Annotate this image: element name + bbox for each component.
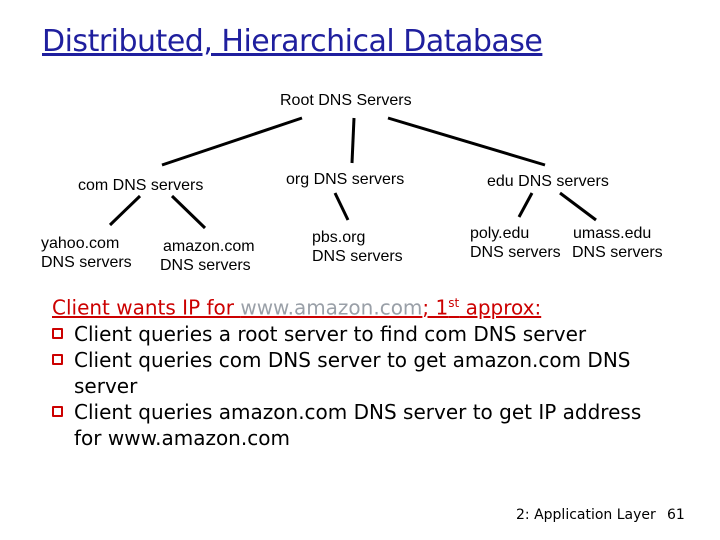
node-line: DNS servers xyxy=(41,254,132,271)
edu-dns-servers-node: edu DNS servers xyxy=(487,173,609,190)
com-dns-servers-node: com DNS servers xyxy=(78,177,204,194)
edge-edu-umass xyxy=(559,191,597,222)
yahoo-dns-servers-node: yahoo.com DNS servers xyxy=(41,234,132,272)
bullet-item: Client queries amazon.com DNS server to … xyxy=(52,399,672,451)
amazon-url-link[interactable]: www.amazon.com xyxy=(240,295,423,320)
node-line: DNS servers xyxy=(312,248,403,265)
edge-com-amazon xyxy=(170,194,207,230)
square-bullet-icon xyxy=(52,353,63,365)
body-heading: Client wants IP for www.amazon.com; 1st … xyxy=(52,290,672,321)
bullet-text: Client queries com DNS server to get ama… xyxy=(74,347,631,398)
node-line: umass.edu xyxy=(573,225,652,242)
amazon-dns-servers-node: amazon.com DNS servers xyxy=(160,237,255,275)
bullet-text: Client queries a root server to find com… xyxy=(74,321,587,346)
edge-root-com xyxy=(161,116,303,167)
heading-prefix: Client wants IP for xyxy=(52,295,241,320)
edge-root-edu xyxy=(387,116,546,167)
slide-body: Client wants IP for www.amazon.com; 1st … xyxy=(52,290,672,451)
root-dns-servers-node: Root DNS Servers xyxy=(280,92,412,109)
umass-dns-servers-node: umass.edu DNS servers xyxy=(572,224,663,262)
edge-root-org xyxy=(350,117,356,164)
node-line: DNS servers xyxy=(572,244,663,261)
node-line: yahoo.com xyxy=(41,235,120,252)
bullet-item: Client queries a root server to find com… xyxy=(52,321,672,347)
footer-section-label: 2: Application Layer xyxy=(516,507,656,523)
node-line: DNS servers xyxy=(160,257,251,274)
org-dns-servers-node: org DNS servers xyxy=(286,171,405,188)
node-line: poly.edu xyxy=(470,225,530,242)
slide-title: Distributed, Hierarchical Database xyxy=(42,24,543,59)
square-bullet-icon xyxy=(52,327,63,339)
edge-com-yahoo xyxy=(108,194,142,227)
poly-dns-servers-node: poly.edu DNS servers xyxy=(470,224,561,262)
pbs-dns-servers-node: pbs.org DNS servers xyxy=(312,228,403,266)
edge-org-pbs xyxy=(333,192,350,221)
bullet-item: Client queries com DNS server to get ama… xyxy=(52,347,672,399)
node-line: amazon.com xyxy=(163,238,255,255)
bullet-text: Client queries amazon.com DNS server to … xyxy=(74,399,642,450)
edge-edu-poly xyxy=(517,192,534,218)
node-line: pbs.org xyxy=(312,229,366,246)
heading-suffix: approx: xyxy=(459,295,542,320)
heading-superscript: st xyxy=(448,296,460,310)
square-bullet-icon xyxy=(52,405,63,417)
page-number: 61 xyxy=(667,507,685,523)
node-line: DNS servers xyxy=(470,244,561,261)
heading-mid: ; 1 xyxy=(422,295,449,320)
